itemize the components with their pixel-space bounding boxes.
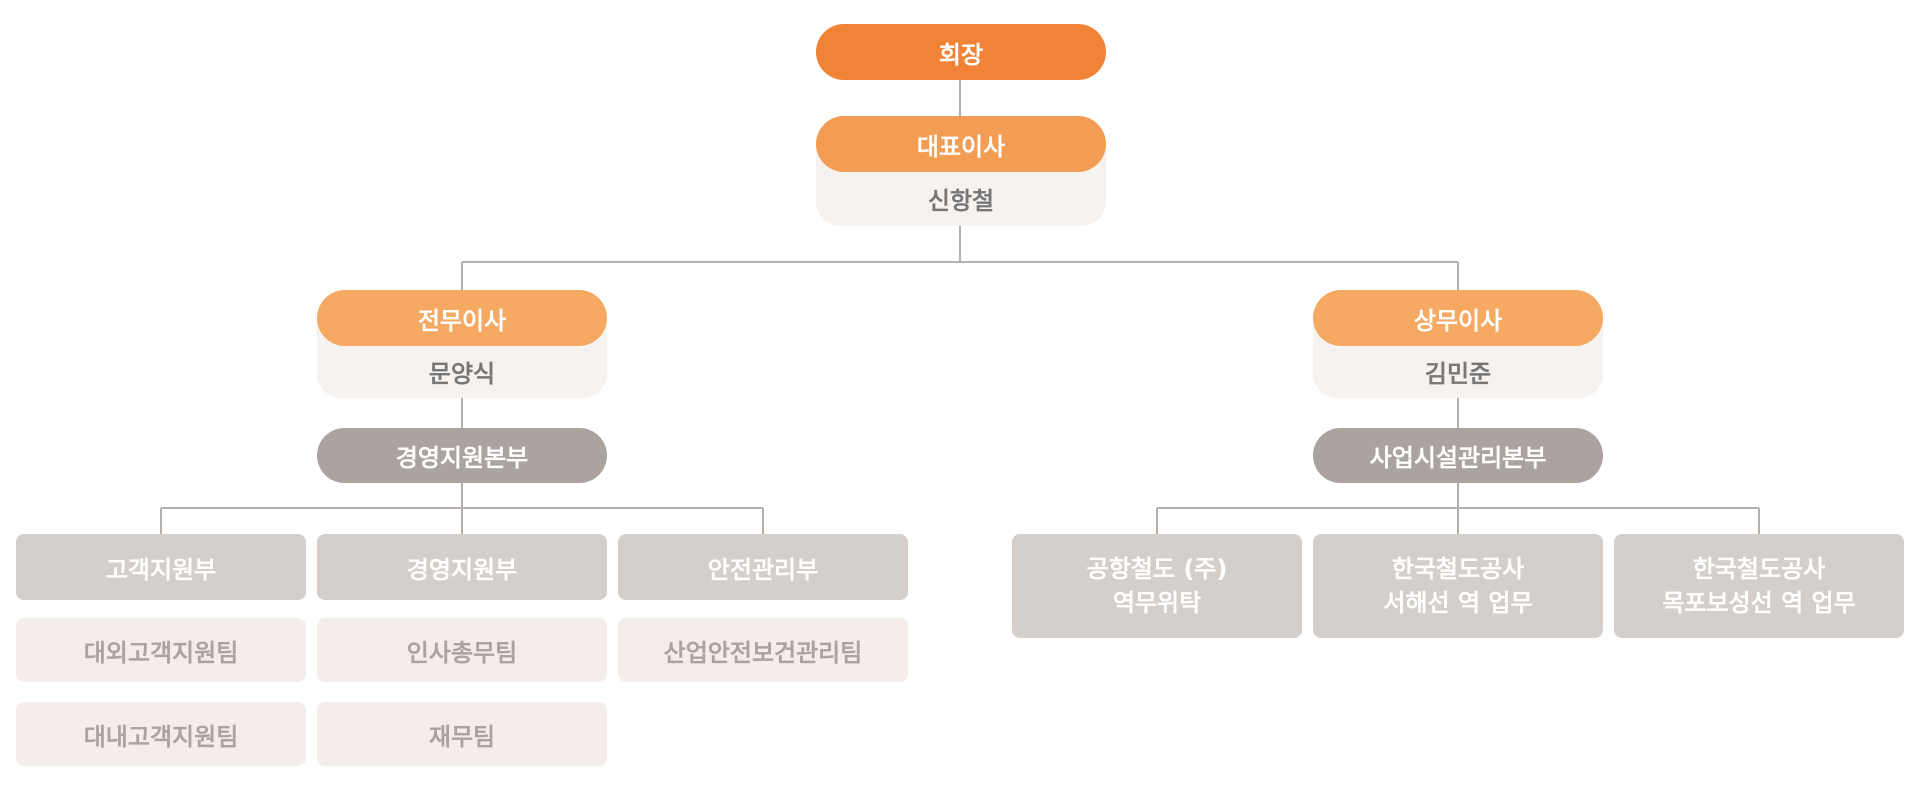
dept-label-line2: 역무위탁: [1112, 589, 1202, 617]
dept-label-line1: 한국철도공사: [1391, 555, 1525, 583]
dept-safety-management: 안전관리부: [618, 534, 908, 600]
ceo-title: 대표이사: [916, 132, 1006, 161]
dept-label: 안전관리부: [707, 555, 819, 584]
left-exec-name: 문양식: [428, 359, 496, 388]
dept-korail-mokpo-boseong: 한국철도공사 목포보성선 역 업무: [1614, 534, 1904, 638]
chairman-title: 회장: [938, 40, 984, 69]
team-hr-general-affairs: 인사총무팀: [317, 618, 607, 682]
right-division-label: 사업시설관리본부: [1369, 444, 1547, 472]
team-external-customer: 대외고객지원팀: [16, 618, 306, 682]
left-division-node: 경영지원본부: [317, 428, 607, 483]
team-label: 인사총무팀: [406, 638, 518, 667]
right-exec-title: 상무이사: [1413, 306, 1503, 335]
ceo-title-node: 대표이사: [816, 116, 1106, 172]
left-exec-title: 전무이사: [417, 306, 507, 335]
dept-label-line1: 공항철도 (주): [1086, 555, 1228, 583]
dept-korail-seohae: 한국철도공사 서해선 역 업무: [1313, 534, 1603, 638]
team-internal-customer: 대내고객지원팀: [16, 702, 306, 766]
dept-label: 고객지원부: [105, 555, 217, 584]
left-exec-title-node: 전무이사: [317, 290, 607, 346]
dept-label: 경영지원부: [406, 555, 518, 584]
ceo-name: 신항철: [927, 186, 995, 215]
team-label: 산업안전보건관리팀: [663, 638, 863, 667]
dept-label-line2: 서해선 역 업무: [1383, 589, 1533, 617]
dept-label-line2: 목포보성선 역 업무: [1662, 589, 1856, 617]
team-industrial-safety: 산업안전보건관리팀: [618, 618, 908, 682]
team-label: 대외고객지원팀: [83, 638, 239, 667]
dept-label-line1: 한국철도공사: [1692, 555, 1826, 583]
left-division-label: 경영지원본부: [395, 444, 529, 472]
chairman-node: 회장: [816, 24, 1106, 80]
right-exec-title-node: 상무이사: [1313, 290, 1603, 346]
right-division-node: 사업시설관리본부: [1313, 428, 1603, 483]
team-label: 대내고객지원팀: [83, 722, 239, 751]
team-label: 재무팀: [428, 722, 496, 751]
team-finance: 재무팀: [317, 702, 607, 766]
dept-customer-support: 고객지원부: [16, 534, 306, 600]
dept-airport-railroad: 공항철도 (주) 역무위탁: [1012, 534, 1302, 638]
right-exec-name: 김민준: [1424, 359, 1492, 388]
dept-management-support: 경영지원부: [317, 534, 607, 600]
